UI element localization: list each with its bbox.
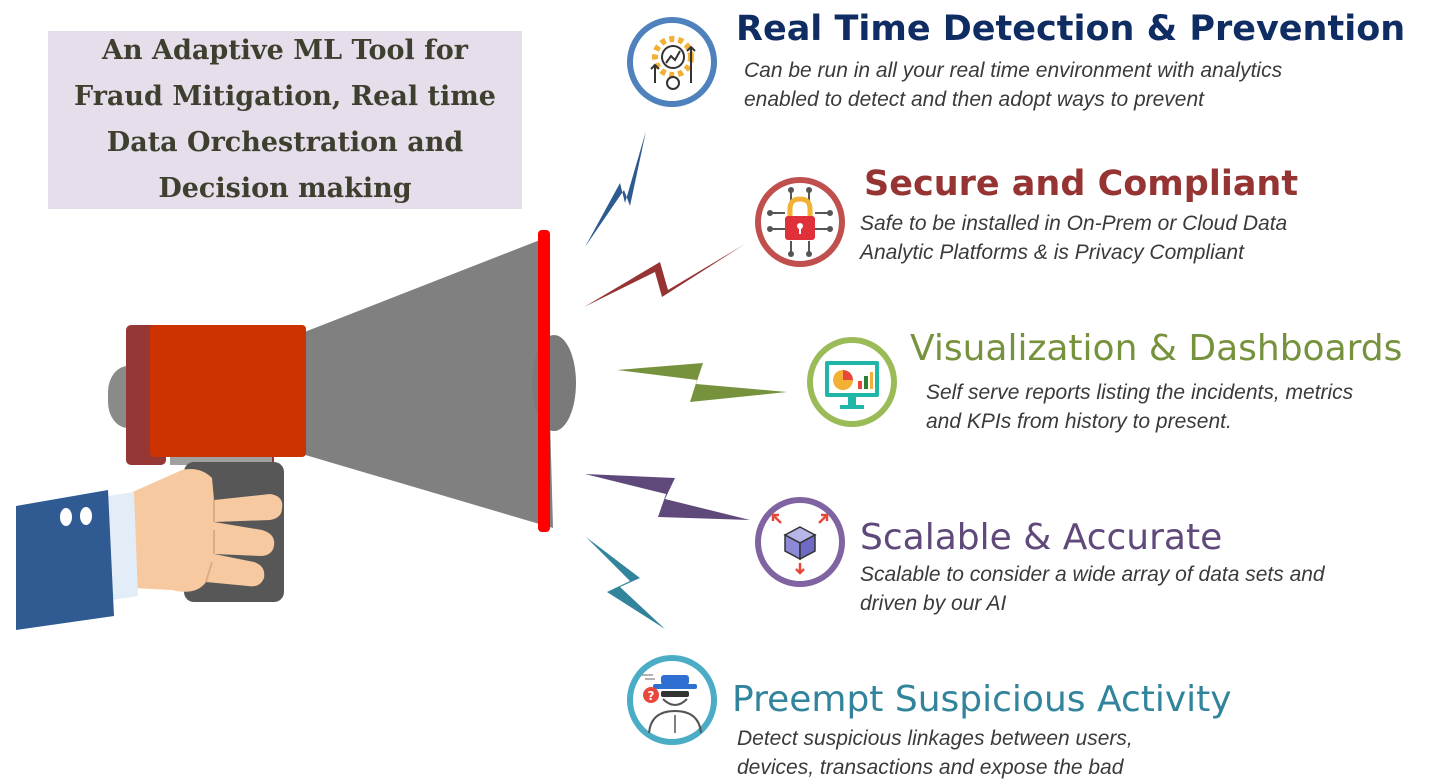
feature-desc-3: Self serve reports listing the incidents…	[926, 380, 1354, 433]
feature-icon-circle-2	[755, 177, 845, 267]
lightning-bolt-5	[586, 537, 665, 629]
feature-icon-circle-5: ?	[627, 655, 717, 745]
headline-text: An Adaptive ML Tool for Fraud Mitigation…	[74, 35, 496, 204]
dashboard-monitor-icon	[825, 361, 879, 409]
feature-icon-circle-1	[627, 17, 717, 107]
lightning-bolt-3	[617, 363, 787, 402]
feature-title-3: Visualization & Dashboards	[910, 328, 1403, 369]
feature-desc-4: Scalable to consider a wide array of dat…	[860, 562, 1325, 615]
analytics-gear-icon	[650, 36, 696, 90]
feature-title-2: Secure and Compliant	[864, 164, 1299, 204]
circuit-lock-icon	[767, 187, 833, 257]
suspicious-person-icon: ?	[641, 674, 702, 734]
feature-secure-compliant: Secure and Compliant Safe to be installe…	[860, 165, 1420, 267]
megaphone-handle-bar	[170, 457, 272, 465]
svg-text:?: ?	[648, 689, 655, 703]
lightning-bolt-2	[584, 244, 745, 307]
feature-icon-circle-4	[755, 497, 845, 587]
feature-real-time-detection: Real Time Detection & Prevention Can be …	[736, 10, 1426, 114]
feature-desc-5: Detect suspicious linkages between users…	[737, 726, 1133, 779]
feature-title-4: Scalable & Accurate	[860, 517, 1223, 558]
megaphone-red-rim	[538, 230, 550, 532]
megaphone-body	[150, 325, 306, 457]
scaling-cube-icon	[771, 513, 829, 575]
shirt-cuff	[108, 492, 138, 600]
hand-fist	[128, 469, 283, 592]
feature-visualization-dashboards: Visualization & Dashboards Self serve re…	[910, 329, 1430, 436]
sleeve-button-1	[60, 508, 72, 526]
headline-callout: An Adaptive ML Tool for Fraud Mitigation…	[48, 31, 522, 209]
feature-desc-2: Safe to be installed in On-Prem or Cloud…	[860, 211, 1288, 264]
feature-scalable-accurate: Scalable & Accurate Scalable to consider…	[860, 518, 1400, 618]
lightning-bolt-4	[585, 474, 750, 520]
hand-knuckle-lines	[205, 500, 215, 583]
lightning-bolt-1	[585, 131, 646, 247]
sleeve-button-2	[80, 507, 92, 525]
feature-preempt-suspicious: Preempt Suspicious Activity Detect suspi…	[732, 680, 1312, 782]
jacket-sleeve	[16, 490, 114, 630]
feature-title-5: Preempt Suspicious Activity	[732, 679, 1232, 720]
feature-desc-1: Can be run in all your real time environ…	[744, 58, 1283, 111]
feature-title-1: Real Time Detection & Prevention	[736, 9, 1406, 49]
feature-icon-circle-3	[807, 337, 897, 427]
megaphone-cone	[302, 238, 553, 528]
